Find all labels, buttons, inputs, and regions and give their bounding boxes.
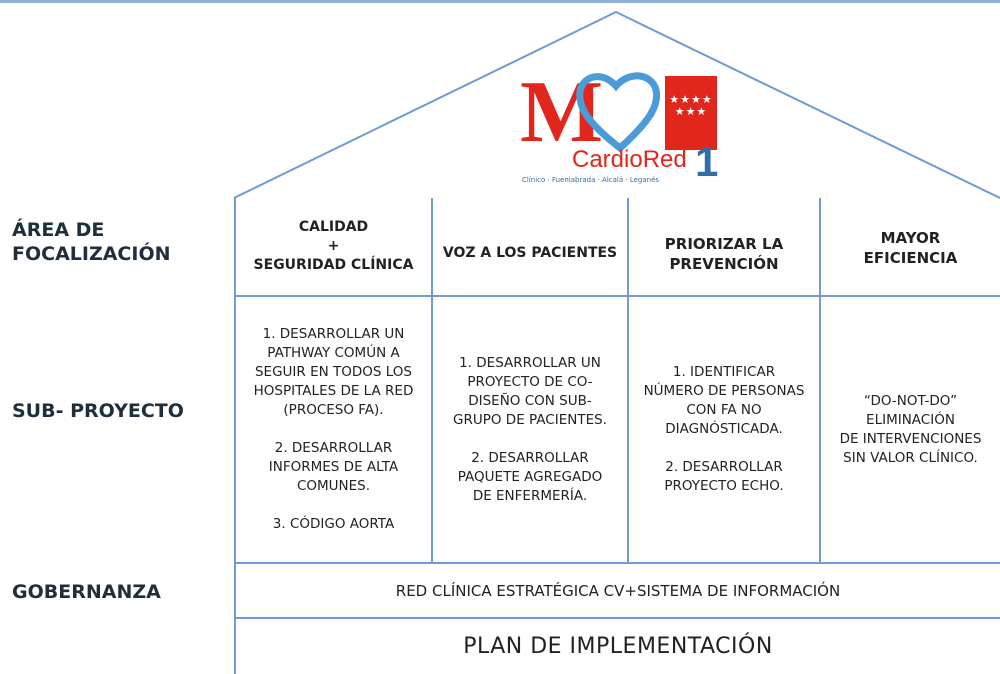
- flag-stars-row-2: ★★★: [674, 105, 708, 118]
- column-divider: [431, 198, 433, 564]
- subproject-calidad: 1. DESARROLLAR UN PATHWAY COMÚN A SEGUIR…: [253, 326, 414, 532]
- grid-left-border: [234, 198, 236, 674]
- area-header-prevencion: PRIORIZAR LA PREVENCIÓN: [664, 235, 784, 273]
- plan-implementacion-bar: PLAN DE IMPLEMENTACIÓN: [463, 634, 773, 659]
- column-divider: [627, 198, 629, 564]
- label-gobernanza: GOBERNANZA: [12, 581, 161, 603]
- label-area-focalizacion: ÁREA DE FOCALIZACIÓN: [12, 219, 171, 265]
- madrid-flag-icon: ★★★★ ★★★: [665, 76, 717, 150]
- cardiored-logo: M ★★★★ ★★★ CardioRed 1 Clínico · Fuenlab…: [520, 68, 720, 186]
- area-header-voz-pacientes: VOZ A LOS PACIENTES: [442, 244, 618, 261]
- label-subproyecto: SUB- PROYECTO: [12, 400, 184, 422]
- row-divider: [234, 562, 1000, 564]
- flag-stars-row-1: ★★★★: [669, 93, 713, 106]
- logo-brand: CardioRed: [572, 146, 687, 173]
- heart-icon: [576, 72, 661, 153]
- logo-number: 1: [695, 138, 719, 185]
- subproject-eficiencia: “DO-NOT-DO” ELIMINACIÓN DE INTERVENCIONE…: [839, 392, 982, 466]
- subproject-prevencion: 1. IDENTIFICAR NÚMERO DE PERSONAS CON FA…: [643, 364, 805, 494]
- area-header-calidad: CALIDAD + SEGURIDAD CLÍNICA: [253, 219, 414, 273]
- subproject-voz-pacientes: 1. DESARROLLAR UN PROYECTO DE CO- DISEÑO…: [453, 354, 607, 504]
- row-divider: [234, 617, 1000, 619]
- column-divider: [819, 198, 821, 564]
- top-border: [0, 0, 1000, 3]
- house-grid: CALIDAD + SEGURIDAD CLÍNICA VOZ A LOS PA…: [234, 198, 1000, 674]
- area-header-eficiencia: MAYOR EFICIENCIA: [863, 229, 958, 267]
- gobernanza-bar: RED CLÍNICA ESTRATÉGICA CV+SISTEMA DE IN…: [395, 581, 841, 600]
- row-divider: [234, 295, 1000, 297]
- logo-subtitle: Clínico · Fuenlabrada · Alcalá · Leganés: [522, 176, 660, 184]
